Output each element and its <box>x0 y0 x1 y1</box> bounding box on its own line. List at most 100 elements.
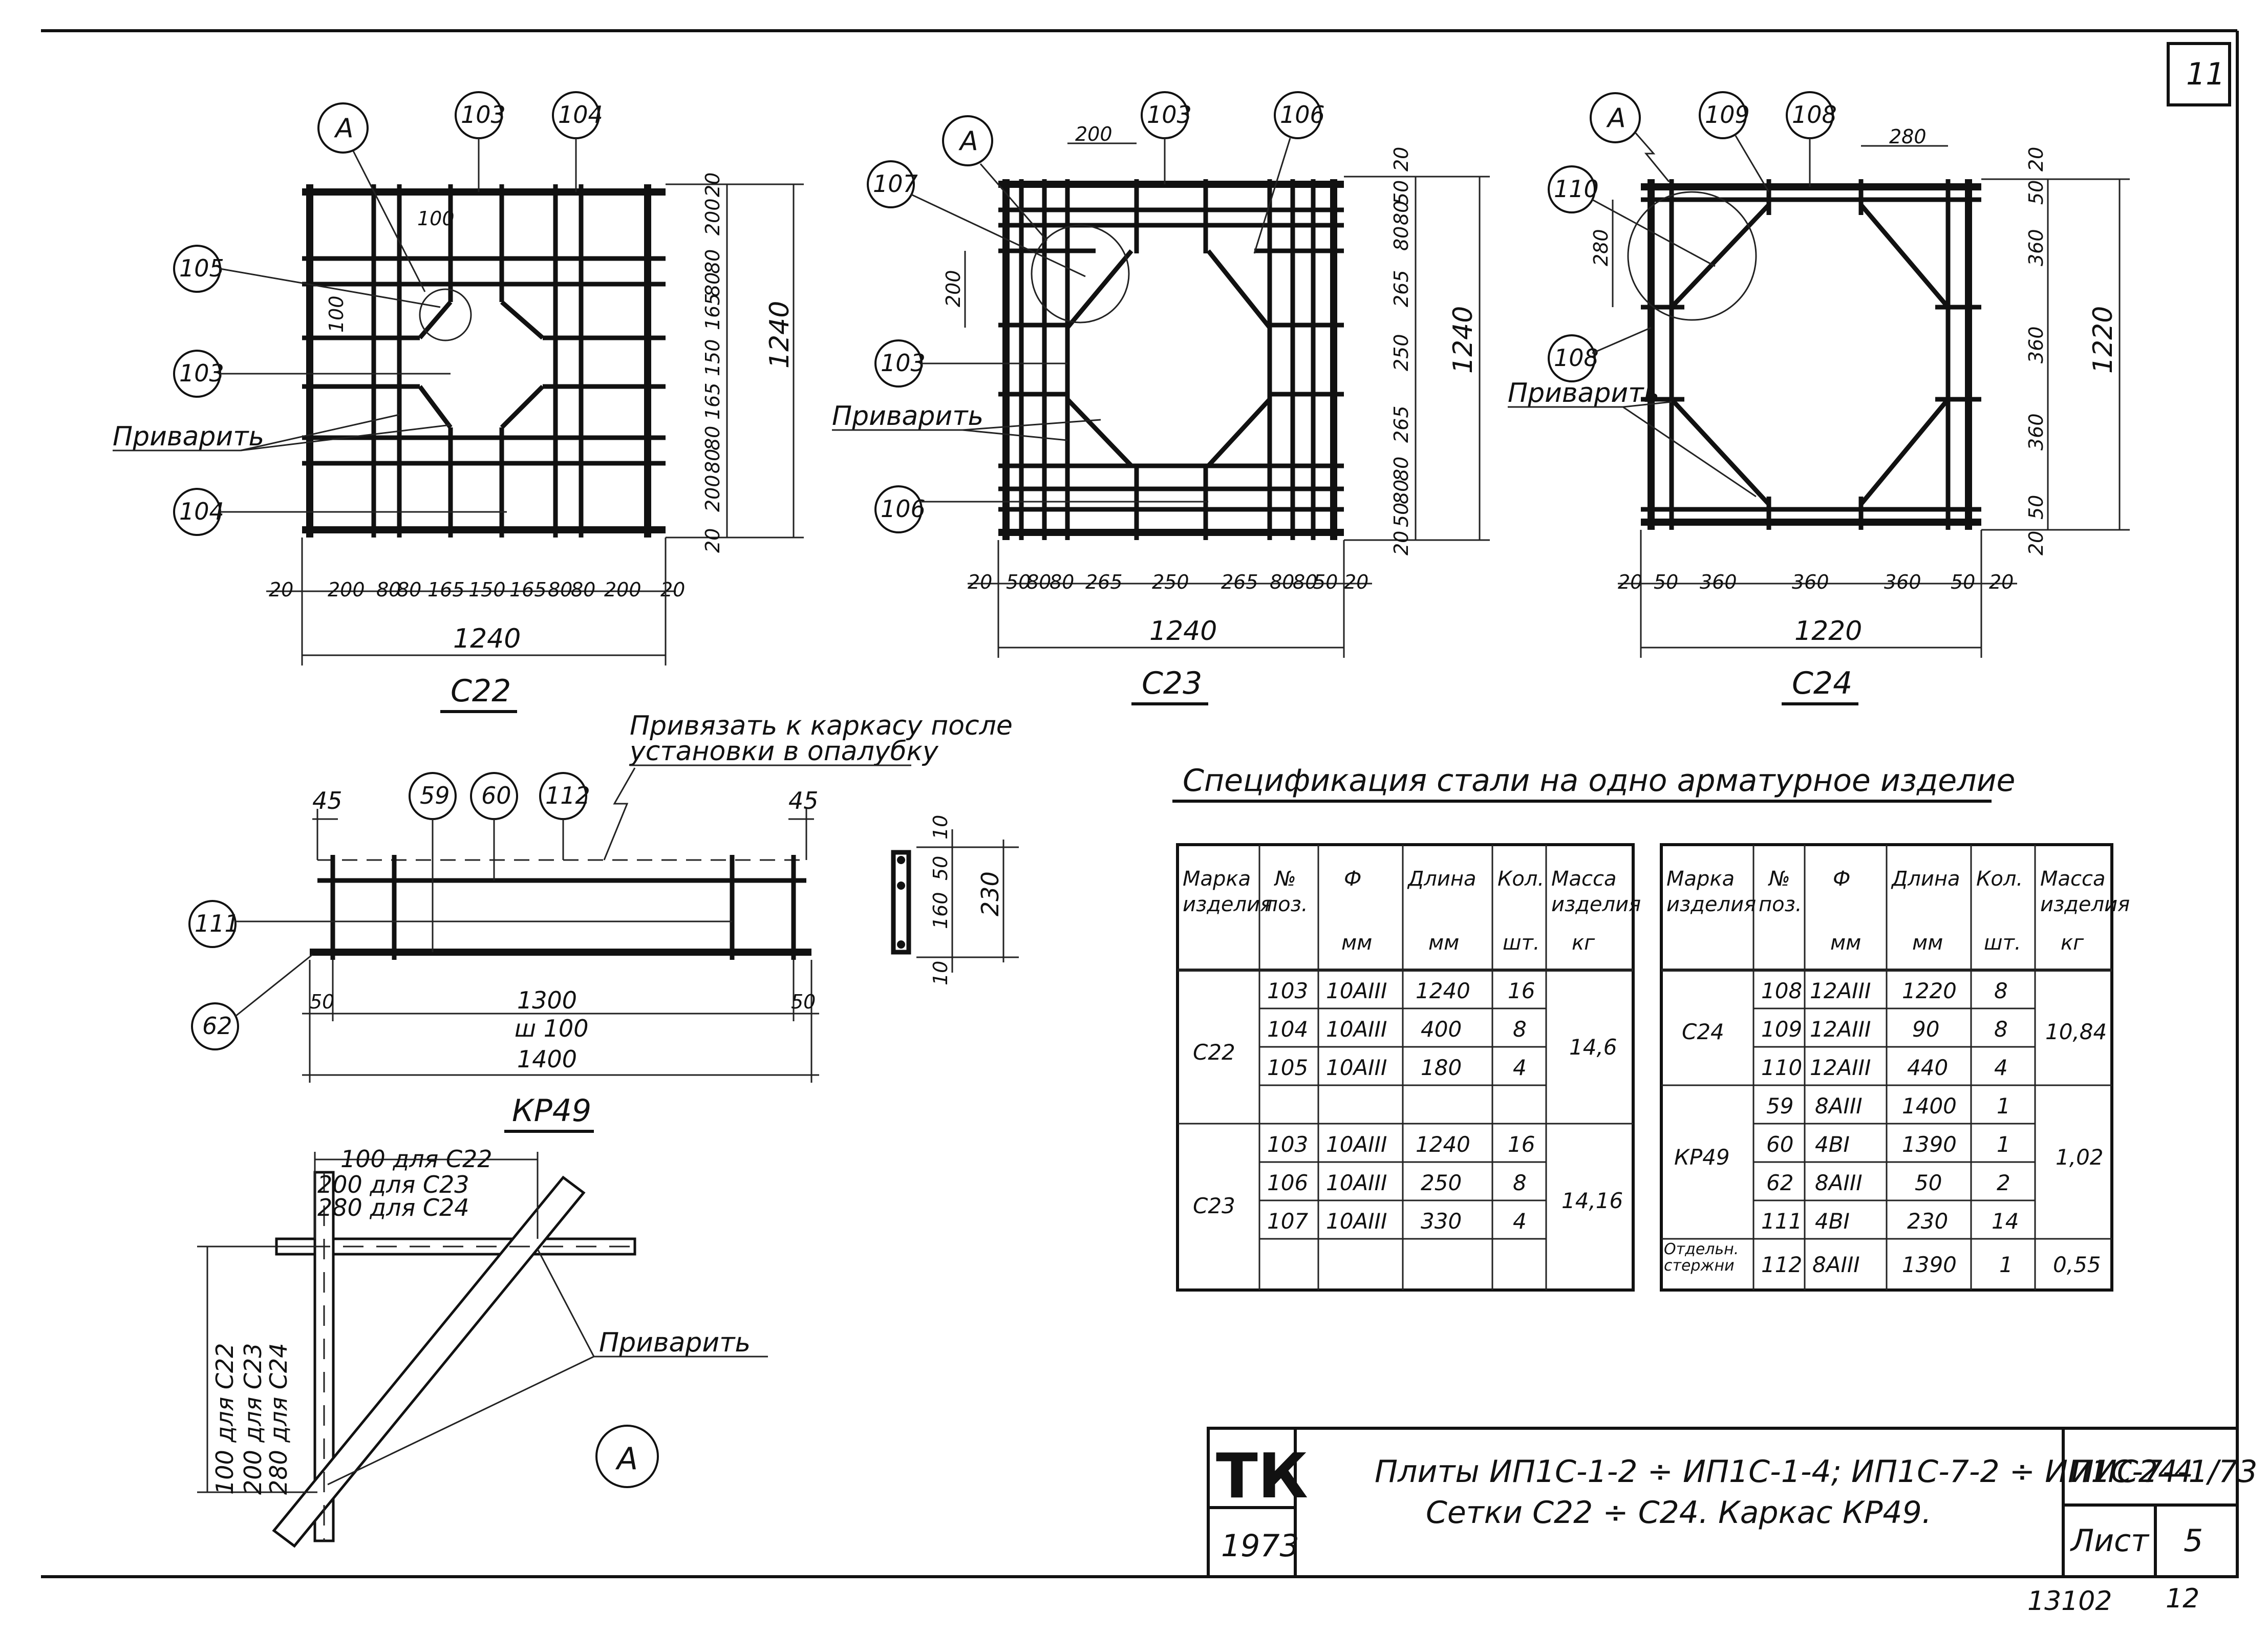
mesh-c24-callout-109: 109 <box>1699 91 1770 192</box>
svg-text:Ф: Ф <box>1344 867 1361 891</box>
svg-text:112: 112 <box>545 782 590 809</box>
svg-text:50: 50 <box>2025 495 2047 520</box>
mesh-c22-callout-103-top: 103 <box>455 91 506 192</box>
svg-text:104: 104 <box>558 101 603 128</box>
title-year: 1973 <box>1221 1528 1299 1564</box>
cage-callout-59: 59 <box>409 772 457 952</box>
svg-text:400: 400 <box>1421 1017 1462 1042</box>
mesh-c22-inner-dim-h: 100 <box>417 207 455 230</box>
svg-text:50: 50 <box>1915 1170 1942 1195</box>
svg-text:250: 250 <box>1152 571 1189 593</box>
svg-text:1400: 1400 <box>1902 1093 1957 1119</box>
mesh-c22-bottom-dims: 20 200 80 80 165 150 165 80 80 200 20 12… <box>266 538 685 665</box>
svg-text:20: 20 <box>1344 571 1368 593</box>
svg-text:440: 440 <box>1907 1055 1948 1080</box>
svg-text:50: 50 <box>929 856 952 880</box>
bottom-number-2: 12 <box>2166 1583 2199 1614</box>
detail-a-vnote-1: 100 для С22 <box>211 1343 239 1495</box>
svg-text:165: 165 <box>701 293 724 330</box>
svg-text:1: 1 <box>1997 1093 2010 1119</box>
svg-text:80: 80 <box>1050 571 1074 593</box>
svg-text:20: 20 <box>968 571 992 593</box>
mesh-c22-overall-width: 1240 <box>453 624 521 654</box>
svg-text:20: 20 <box>1390 531 1413 555</box>
spec-right-mark-3: Отдельн. стержни <box>1664 1241 1739 1275</box>
cage-overall: 1400 <box>517 1045 577 1073</box>
svg-text:108: 108 <box>1792 101 1837 128</box>
svg-text:160: 160 <box>929 892 952 929</box>
svg-text:360: 360 <box>2025 229 2047 266</box>
svg-text:А: А <box>1606 103 1626 134</box>
svg-text:16: 16 <box>1508 978 1535 1003</box>
mesh-c24-inner-dim-v: 280 <box>1590 229 1612 266</box>
svg-text:360: 360 <box>2025 326 2047 363</box>
svg-text:8: 8 <box>1994 1017 2008 1042</box>
svg-text:107: 107 <box>873 170 918 198</box>
svg-text:1390: 1390 <box>1902 1132 1957 1157</box>
svg-text:мм: мм <box>1830 931 1861 955</box>
mesh-c24-overall-height: 1220 <box>2088 306 2119 374</box>
svg-text:80: 80 <box>376 578 401 601</box>
svg-text:изделия: изделия <box>1666 893 1756 916</box>
svg-text:165: 165 <box>701 382 724 420</box>
svg-text:360: 360 <box>1700 571 1737 593</box>
svg-text:Масса: Масса <box>1551 867 1617 891</box>
detail-a-hnote-2: 200 для С23 <box>317 1171 469 1198</box>
svg-text:изделия: изделия <box>2040 893 2130 916</box>
svg-text:50: 50 <box>1951 571 1975 593</box>
sheet-frame: 11 13102 12 <box>41 29 2239 1617</box>
mesh-c23: А 103 106 107 103 106 Приварить <box>832 91 1490 705</box>
svg-text:200: 200 <box>701 198 724 235</box>
svg-text:60: 60 <box>1766 1132 1793 1157</box>
svg-text:1: 1 <box>1999 1252 2013 1277</box>
svg-text:103: 103 <box>179 359 224 387</box>
svg-text:Длина: Длина <box>1891 867 1960 891</box>
mesh-c23-inner-dim-v: 200 <box>942 270 965 307</box>
svg-text:112: 112 <box>1761 1252 1802 1277</box>
svg-text:109: 109 <box>1705 101 1750 128</box>
mesh-c24-rods <box>1641 179 1981 530</box>
svg-text:1390: 1390 <box>1902 1252 1957 1277</box>
mesh-c22-callout-a: А <box>317 102 426 292</box>
svg-text:мм: мм <box>1341 931 1372 955</box>
svg-text:50: 50 <box>1390 503 1413 527</box>
svg-text:мм: мм <box>1428 931 1459 955</box>
svg-text:12АIII: 12АIII <box>1810 978 1871 1003</box>
svg-text:105: 105 <box>179 254 224 282</box>
svg-text:1: 1 <box>1997 1132 2010 1157</box>
mesh-c23-rods <box>998 179 1344 540</box>
svg-text:20: 20 <box>269 578 293 601</box>
svg-text:изделия: изделия <box>1183 893 1272 916</box>
svg-text:4ВI: 4ВI <box>1815 1209 1850 1234</box>
svg-text:8АIII: 8АIII <box>1815 1093 1863 1119</box>
spec-left-mass-1: 14,6 <box>1569 1035 1617 1060</box>
mesh-c24: А 109 108 110 108 Приварить 280 <box>1508 91 2130 705</box>
svg-text:80: 80 <box>1293 571 1317 593</box>
svg-text:108: 108 <box>1761 978 1802 1003</box>
svg-text:230: 230 <box>1907 1209 1948 1234</box>
svg-text:1220: 1220 <box>1902 978 1957 1003</box>
mesh-c23-weld-label: Приварить <box>832 401 983 432</box>
title-sheet-no: 5 <box>2184 1523 2203 1559</box>
svg-text:1240: 1240 <box>1416 1132 1470 1157</box>
cage-section: 10 50 160 10 230 <box>891 815 1019 985</box>
svg-text:50: 50 <box>1654 571 1678 593</box>
svg-text:4ВI: 4ВI <box>1815 1132 1850 1157</box>
mesh-c24-inner-dim-h: 280 <box>1889 125 1927 148</box>
svg-text:4: 4 <box>1994 1055 2008 1080</box>
mesh-c22-title: С22 <box>451 673 511 709</box>
svg-text:Масса: Масса <box>2040 867 2106 891</box>
svg-text:230: 230 <box>976 871 1004 916</box>
corner-number: 11 <box>2186 56 2225 92</box>
svg-text:265: 265 <box>1390 270 1413 307</box>
svg-text:265: 265 <box>1085 571 1123 593</box>
svg-text:360: 360 <box>1884 571 1921 593</box>
svg-text:50: 50 <box>2025 180 2047 205</box>
svg-text:20: 20 <box>1390 147 1413 171</box>
svg-text:10АIII: 10АIII <box>1326 978 1387 1003</box>
cage-dim-bottom-left: 50 <box>310 991 334 1013</box>
svg-text:16: 16 <box>1508 1132 1535 1157</box>
svg-text:59: 59 <box>1766 1093 1793 1119</box>
svg-text:104: 104 <box>179 498 224 525</box>
mesh-c22: А 103 104 105 103 104 Приварить <box>113 91 804 713</box>
